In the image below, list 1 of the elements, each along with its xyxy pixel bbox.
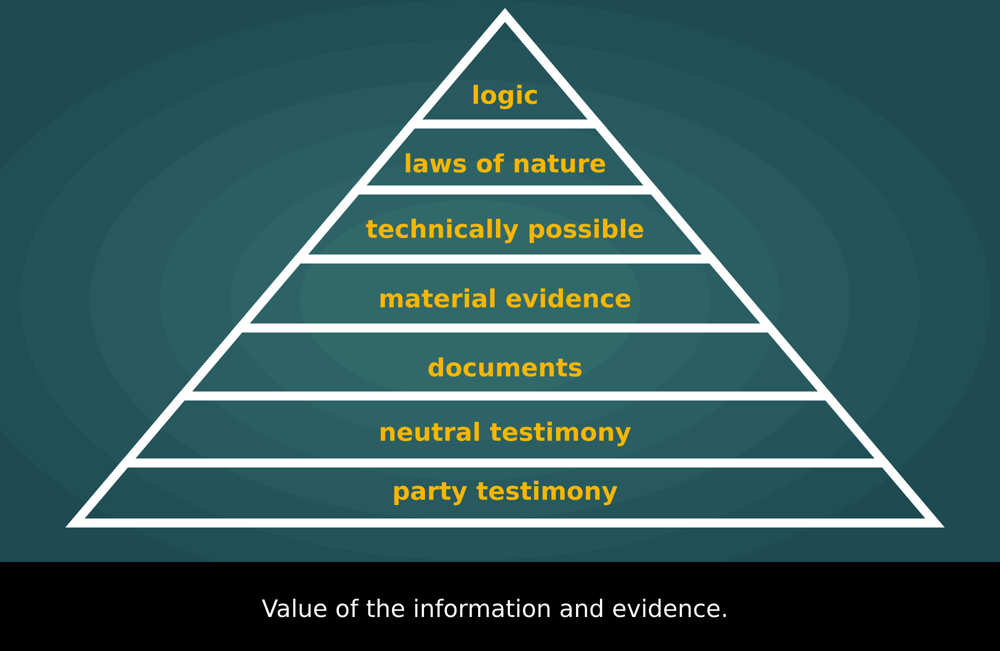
caption: Value of the information and evidence.	[262, 598, 726, 618]
